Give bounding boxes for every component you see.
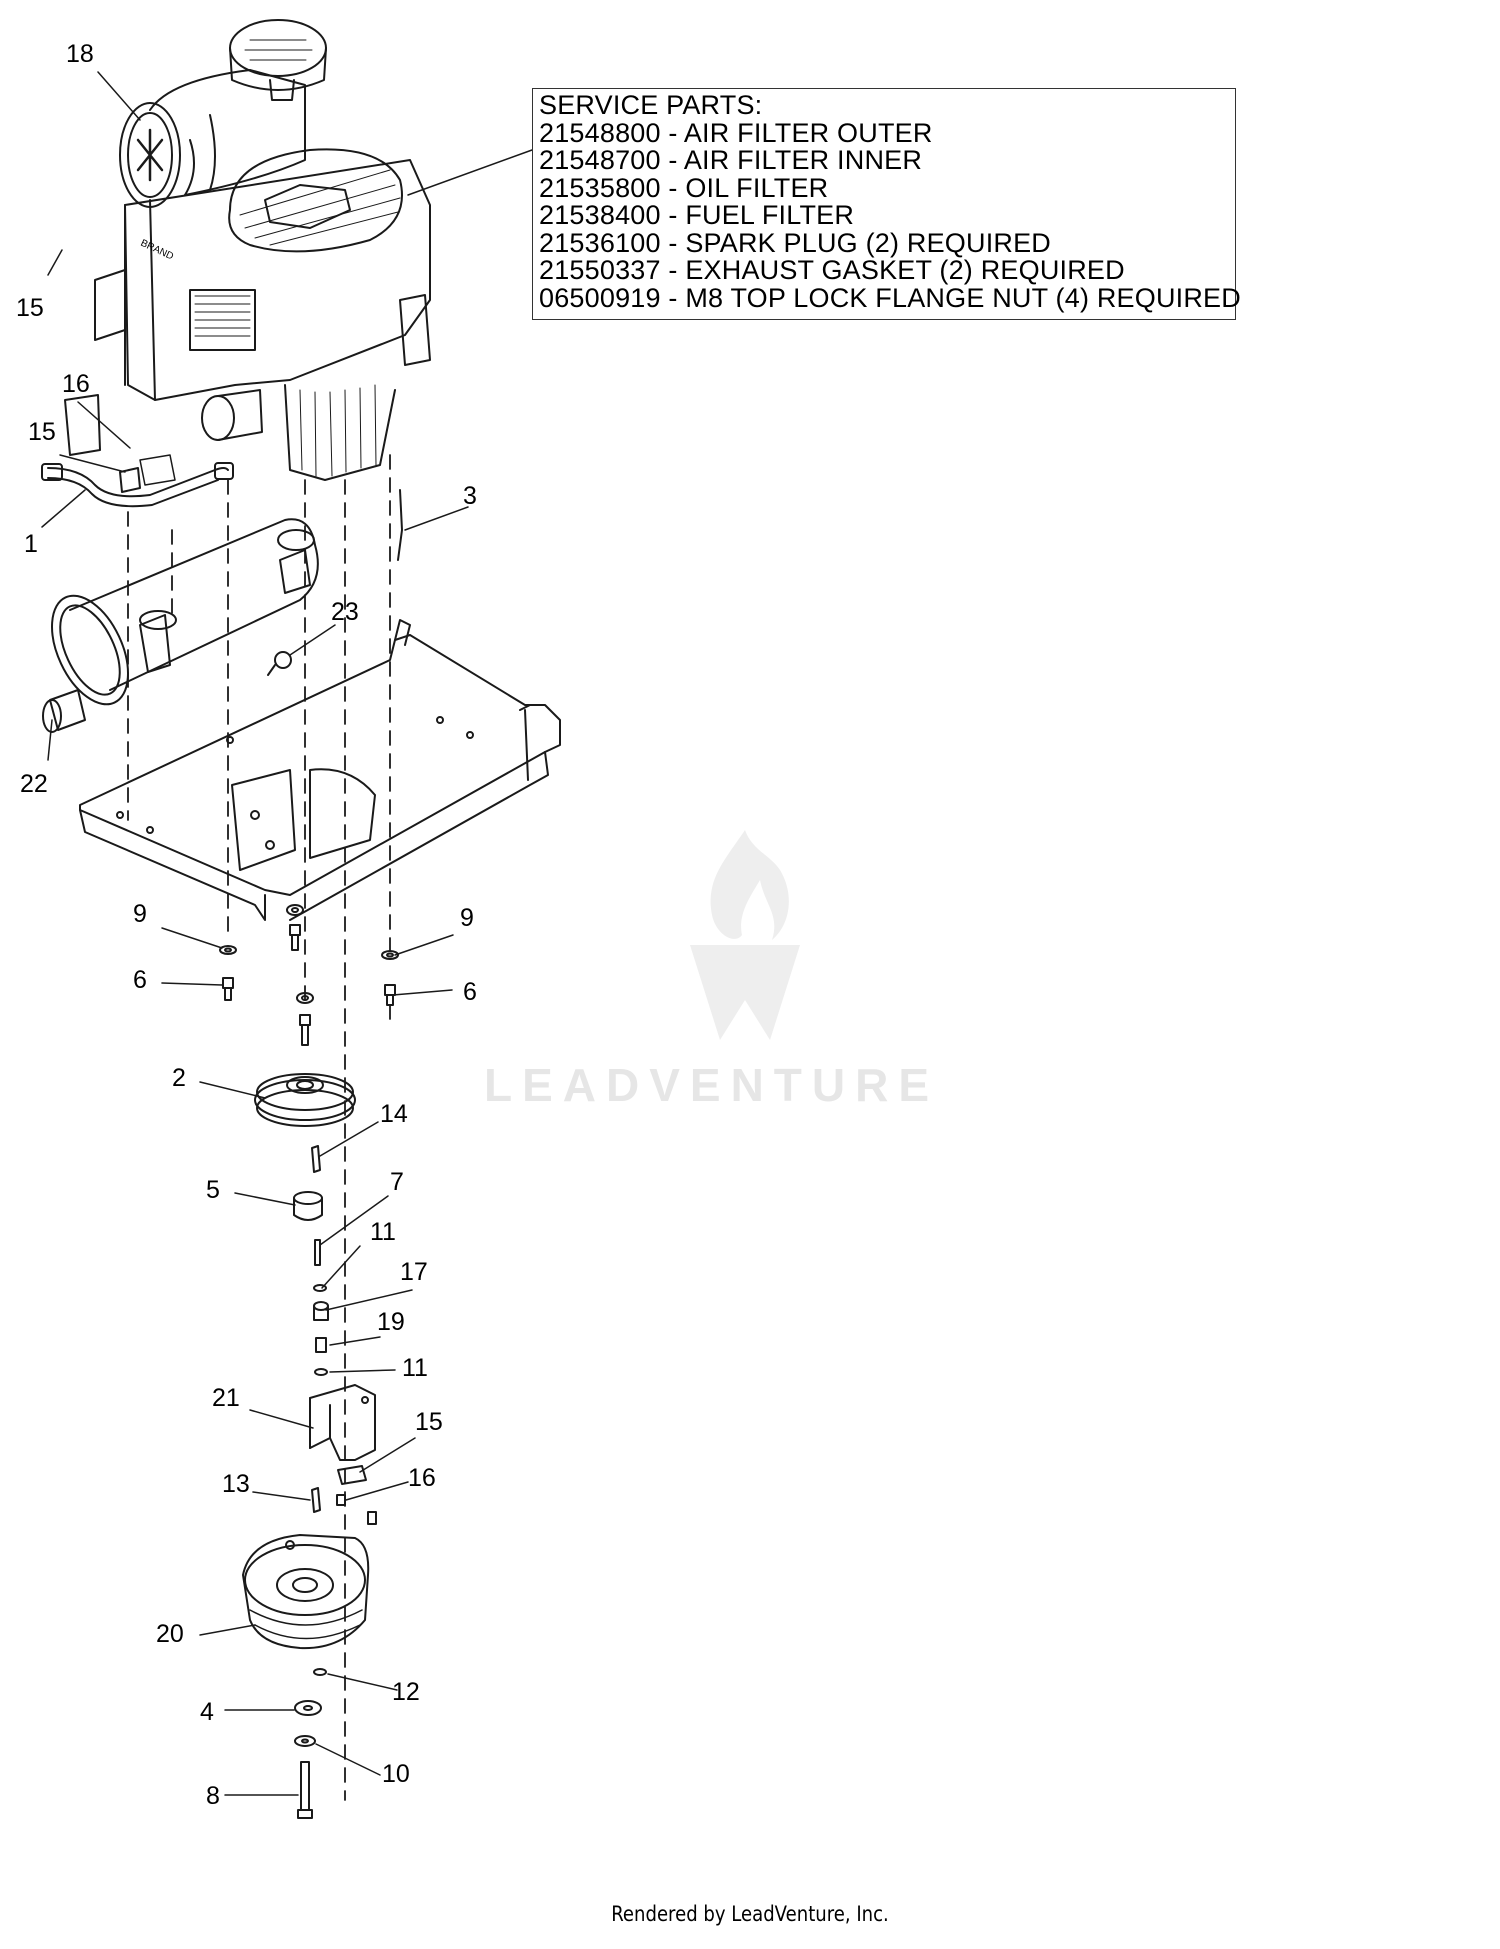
- callout-21: 21: [212, 1384, 240, 1412]
- washer-4: [294, 1700, 322, 1716]
- fuel-line: [41, 462, 234, 508]
- washer-10: [294, 1735, 316, 1747]
- engine: BRAND: [64, 19, 431, 486]
- exhaust-spring: [267, 651, 292, 676]
- spark-plug-wire: [397, 489, 403, 561]
- alignment-lines: [127, 454, 391, 1801]
- service-part-item: 21538400 - FUEL FILTER: [539, 200, 855, 230]
- service-part-item: 21535800 - OIL FILTER: [539, 172, 829, 203]
- watermark-text: LEADVENTURE: [484, 1059, 940, 1111]
- callout-11: 11: [402, 1354, 428, 1382]
- bolt-8: [297, 1761, 313, 1819]
- callout-9: 9: [460, 904, 474, 932]
- service-part-item: 21548700 - AIR FILTER INNER: [539, 145, 923, 175]
- service-part-item: 21550337 - EXHAUST GASKET (2) REQUIRED: [539, 255, 1125, 285]
- service-parts-heading: SERVICE PARTS:: [539, 90, 763, 120]
- muffler: [42, 518, 319, 733]
- callout-20: 20: [156, 1620, 184, 1648]
- pto-clutch: [242, 1534, 370, 1650]
- callout-14: 14: [380, 1100, 408, 1128]
- spacer: [293, 1191, 323, 1221]
- callout-9: 9: [133, 900, 147, 928]
- callout-13: 13: [222, 1470, 250, 1498]
- callout-4: 4: [200, 1698, 214, 1726]
- washer-11-top: [313, 1284, 327, 1292]
- service-part-item: 21548800 - AIR FILTER OUTER: [539, 117, 933, 148]
- callout-10: 10: [382, 1760, 410, 1788]
- watermark-logo: [690, 830, 800, 1040]
- svg-text:BRAND: BRAND: [139, 238, 175, 263]
- callout-15: 15: [415, 1408, 443, 1436]
- service-part-item: 06500919 - M8 TOP LOCK FLANGE NUT (4) RE…: [539, 282, 1241, 313]
- key-13: [311, 1487, 321, 1513]
- key-14: [311, 1145, 321, 1173]
- bracket: [309, 1384, 376, 1461]
- callout-18: 18: [66, 40, 94, 68]
- callout-16: 16: [62, 370, 90, 398]
- engine-deck: [79, 619, 561, 921]
- callout-15: 15: [28, 418, 56, 446]
- bolt-6-left: [222, 977, 234, 1001]
- service-parts-leader: [407, 149, 533, 196]
- washer-9-right: [381, 950, 399, 960]
- callout-8: 8: [206, 1782, 220, 1810]
- service-parts-box: SERVICE PARTS: 21548800 - AIR FILTER OUT…: [532, 88, 1241, 320]
- callout-16: 16: [408, 1464, 436, 1492]
- callout-2: 2: [172, 1064, 186, 1092]
- bushing-17: [313, 1301, 329, 1321]
- callout-7: 7: [390, 1168, 404, 1196]
- washer-12: [313, 1668, 327, 1676]
- rendered-by-footer: Rendered by LeadVenture, Inc.: [611, 1902, 889, 1926]
- callout-3: 3: [463, 482, 477, 510]
- callout-11: 11: [370, 1218, 396, 1246]
- pin-7: [314, 1239, 321, 1266]
- callout-6: 6: [463, 978, 477, 1006]
- bushing-19: [315, 1337, 327, 1353]
- callout-1: 1: [24, 530, 38, 558]
- service-part-item: 21536100 - SPARK PLUG (2) REQUIRED: [539, 227, 1051, 258]
- callout-22: 22: [20, 770, 48, 798]
- callout-19: 19: [377, 1308, 405, 1336]
- washer-11-bottom: [314, 1368, 328, 1376]
- clip-15-lower: [337, 1465, 367, 1485]
- callout-5: 5: [206, 1176, 220, 1204]
- callout-6: 6: [133, 966, 147, 994]
- pulley: [254, 1073, 356, 1127]
- callout-12: 12: [392, 1678, 420, 1706]
- center-hardware: [286, 904, 314, 1046]
- washer-9-left: [219, 945, 237, 955]
- bolt-16-lower: [336, 1494, 377, 1525]
- callout-leaders: [41, 71, 469, 1796]
- callout-23: 23: [331, 598, 359, 626]
- callout-15: 15: [16, 294, 44, 322]
- callout-17: 17: [400, 1258, 428, 1286]
